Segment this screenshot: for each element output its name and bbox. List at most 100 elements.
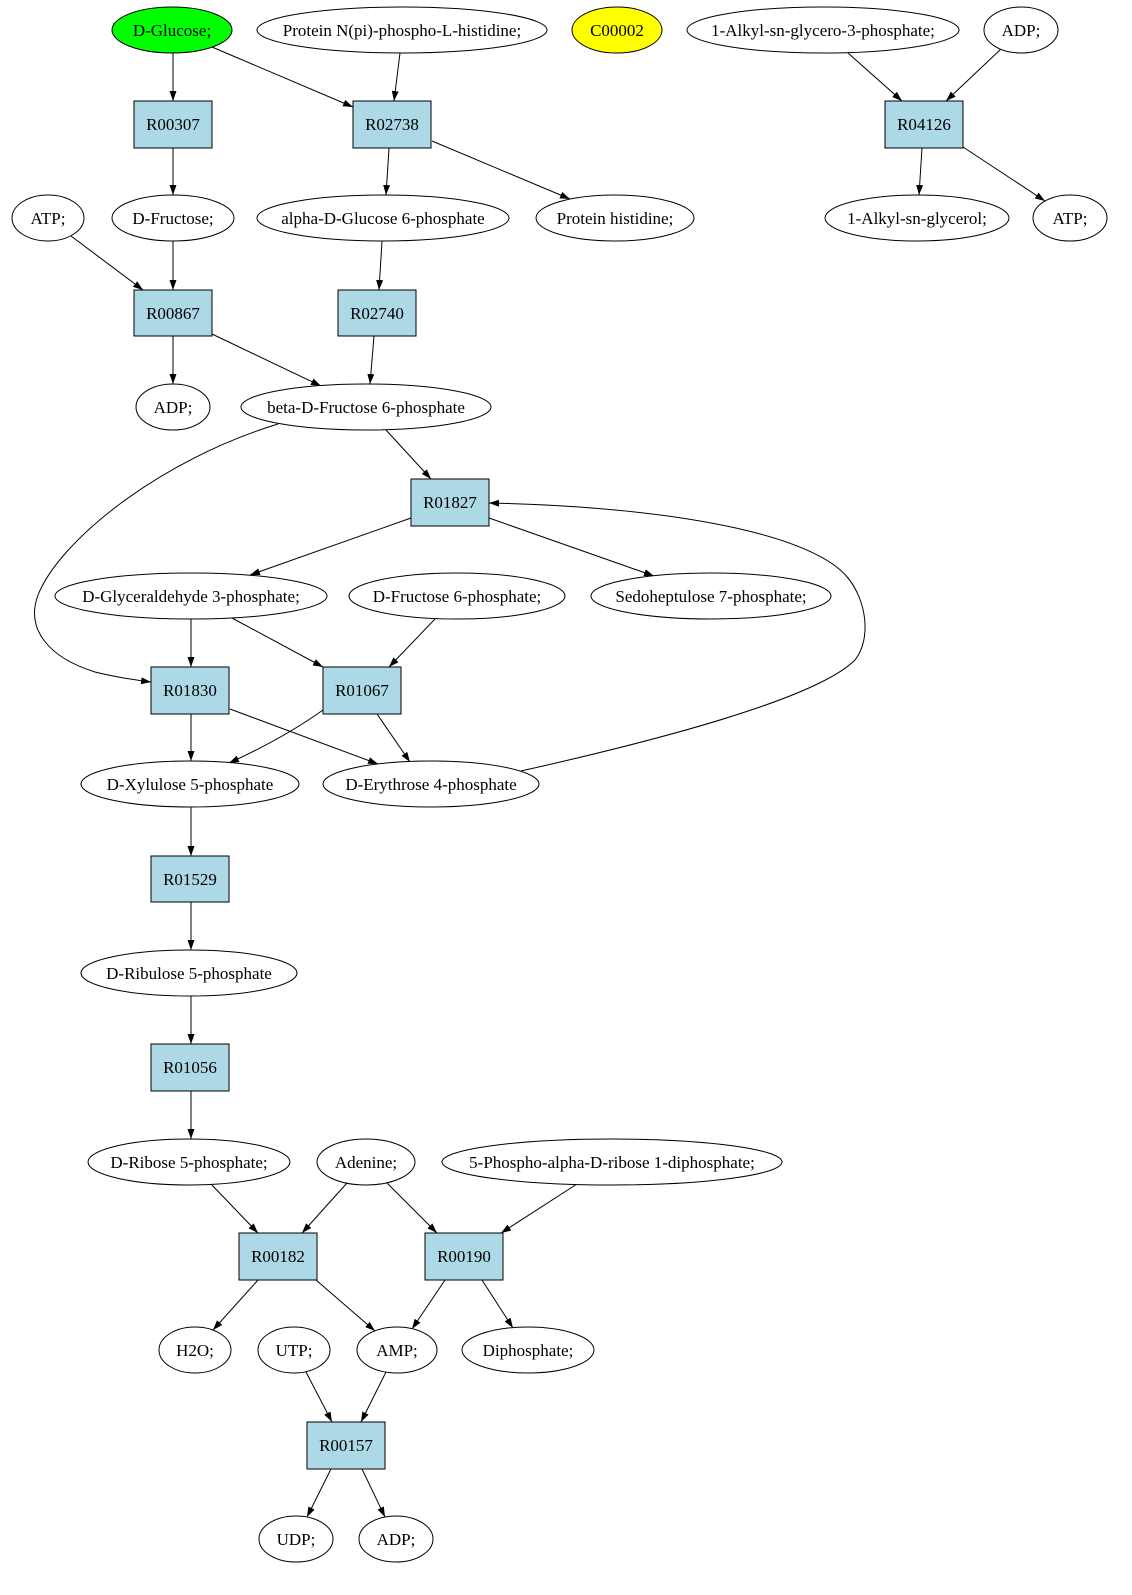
compound-label: ADP;: [154, 398, 193, 417]
reaction-box: [150, 855, 230, 903]
compound-d-glyceraldehyde-3-phosphate: D-Glyceraldehyde 3-phosphate;: [54, 572, 328, 620]
edge-r01830-to-d-erythrose-4-phosphate: [229, 708, 379, 765]
compound-d-xylulose-5-phosphate: D-Xylulose 5-phosphate: [80, 760, 300, 808]
compound-label: D-Ribulose 5-phosphate: [106, 964, 272, 983]
edge-atp-left-to-r00867: [70, 235, 144, 291]
compound-d-fructose-6-phosphate: D-Fructose 6-phosphate;: [348, 572, 566, 620]
edge-alkyl-sn-glycero-3-phosphate-to-r04126: [847, 52, 903, 102]
compound-label: ADP;: [377, 1530, 416, 1549]
compound-label: alpha-D-Glucose 6-phosphate: [281, 209, 484, 228]
edge-r00190-to-amp: [411, 1279, 446, 1330]
compound-beta-d-fructose-6-phosphate: beta-D-Fructose 6-phosphate: [240, 383, 492, 431]
reaction-label: R01830: [163, 681, 217, 700]
compound-ellipse: [358, 1515, 434, 1563]
compound-adp-top: ADP;: [983, 6, 1059, 54]
compound-alpha-d-glucose-6-phosphate: alpha-D-Glucose 6-phosphate: [256, 194, 510, 242]
edge-d-glyceraldehyde-3-phosphate-to-r01067: [231, 617, 324, 668]
reaction-label: R00190: [437, 1247, 491, 1266]
edge-r02740-to-beta-d-fructose-6-phosphate: [367, 335, 375, 385]
edge-r00157-to-udp: [306, 1468, 332, 1518]
compound-label: 5-Phospho-alpha-D-ribose 1-diphosphate;: [469, 1153, 755, 1172]
compound-diphosphate: Diphosphate;: [461, 1326, 595, 1374]
reaction-r01056: R01056: [150, 1043, 230, 1092]
compound-ellipse: [256, 6, 548, 54]
compound-h2o: H2O;: [158, 1326, 232, 1374]
reaction-label: R00182: [251, 1247, 305, 1266]
compound-ellipse: [111, 194, 235, 242]
edge-d-ribose-5-phosphate-to-r00182: [210, 1183, 259, 1234]
reaction-r01827: R01827: [410, 478, 490, 527]
compound-atp-right: ATP;: [1032, 194, 1108, 242]
edge-r00182-to-amp: [315, 1279, 376, 1332]
reaction-box: [410, 478, 490, 527]
compound-protein-n-pi-phospho-l-histidine: Protein N(pi)-phospho-L-histidine;: [256, 6, 548, 54]
compound-label: AMP;: [376, 1341, 418, 1360]
edge-r00182-to-h2o: [212, 1279, 259, 1331]
edge-adenine-to-r00190: [386, 1182, 438, 1234]
compound-amp: AMP;: [356, 1326, 438, 1374]
edge-phospho-alpha-d-ribose-1-diphosphate-to-r00190: [500, 1183, 578, 1234]
compound-d-ribulose-5-phosphate: D-Ribulose 5-phosphate: [80, 949, 298, 997]
reaction-box: [352, 100, 432, 149]
compound-ellipse: [824, 194, 1010, 242]
reaction-r01830: R01830: [150, 666, 230, 715]
compound-alkyl-sn-glycero-3-phosphate: 1-Alkyl-sn-glycero-3-phosphate;: [686, 6, 960, 54]
compound-label: 1-Alkyl-sn-glycero-3-phosphate;: [711, 21, 935, 40]
compound-ellipse: [461, 1326, 595, 1374]
compound-adenine: Adenine;: [316, 1138, 416, 1186]
compound-label: UDP;: [277, 1530, 316, 1549]
compound-phospho-alpha-d-ribose-1-diphosphate: 5-Phospho-alpha-D-ribose 1-diphosphate;: [441, 1138, 783, 1186]
reaction-label: R04126: [897, 115, 951, 134]
compound-ellipse: [80, 760, 300, 808]
compound-label: D-Xylulose 5-phosphate: [107, 775, 274, 794]
compound-adp-middle: ADP;: [135, 383, 211, 431]
compound-ellipse: [111, 6, 233, 54]
edge-utp-to-r00157: [305, 1371, 333, 1423]
reaction-label: R02740: [350, 304, 404, 323]
compound-ellipse: [983, 6, 1059, 54]
compound-label: D-Fructose;: [132, 209, 213, 228]
compound-label: D-Glucose;: [133, 21, 211, 40]
compound-ellipse: [240, 383, 492, 431]
compound-ellipse: [158, 1326, 232, 1374]
edge-r02738-to-alpha-d-glucose-6-phosphate: [383, 147, 391, 196]
compound-protein-histidine: Protein histidine;: [535, 194, 695, 242]
reaction-box: [150, 1043, 230, 1092]
edge-r01827-to-sedoheptulose-7-phosphate: [488, 517, 655, 577]
edge-r00190-to-diphosphate: [481, 1279, 514, 1329]
reaction-label: R00307: [146, 115, 200, 134]
reaction-label: R01529: [163, 870, 217, 889]
compound-ellipse: [571, 6, 663, 54]
reaction-label: R00157: [319, 1436, 373, 1455]
reaction-box: [133, 100, 213, 149]
edge-alpha-d-glucose-6-phosphate-to-r02740: [376, 240, 384, 291]
compound-label: C00002: [590, 21, 644, 40]
compound-label: 1-Alkyl-sn-glycerol;: [847, 209, 987, 228]
compound-label: beta-D-Fructose 6-phosphate: [267, 398, 465, 417]
compound-d-fructose: D-Fructose;: [111, 194, 235, 242]
compound-label: D-Ribose 5-phosphate;: [110, 1153, 267, 1172]
edge-r04126-to-atp-right: [962, 146, 1046, 202]
edges: [34, 46, 1046, 1518]
reactions: R00307 R02738 R04126 R00867 R02740 R0182…: [133, 100, 964, 1470]
edge-r01067-to-d-erythrose-4-phosphate: [376, 713, 411, 763]
edge-adenine-to-r00182: [301, 1182, 348, 1234]
edge-adp-top-to-r04126: [945, 48, 1002, 102]
compound-label: Sedoheptulose 7-phosphate;: [615, 587, 806, 606]
compound-label: D-Erythrose 4-phosphate: [345, 775, 516, 794]
reaction-r00190: R00190: [424, 1232, 504, 1281]
reaction-box: [337, 289, 417, 337]
compound-d-ribose-5-phosphate: D-Ribose 5-phosphate;: [87, 1138, 291, 1186]
compound-ellipse: [441, 1138, 783, 1186]
compound-ellipse: [356, 1326, 438, 1374]
compound-ellipse: [348, 572, 566, 620]
reaction-r02738: R02738: [352, 100, 432, 149]
edge-amp-to-r00157: [360, 1371, 387, 1423]
compound-label: ADP;: [1002, 21, 1041, 40]
edge-d-erythrose-4-phosphate-to-r01827: [488, 499, 866, 772]
compound-label: ATP;: [1053, 209, 1088, 228]
compound-ellipse: [54, 572, 328, 620]
compound-ellipse: [87, 1138, 291, 1186]
compound-label: Protein histidine;: [557, 209, 674, 228]
